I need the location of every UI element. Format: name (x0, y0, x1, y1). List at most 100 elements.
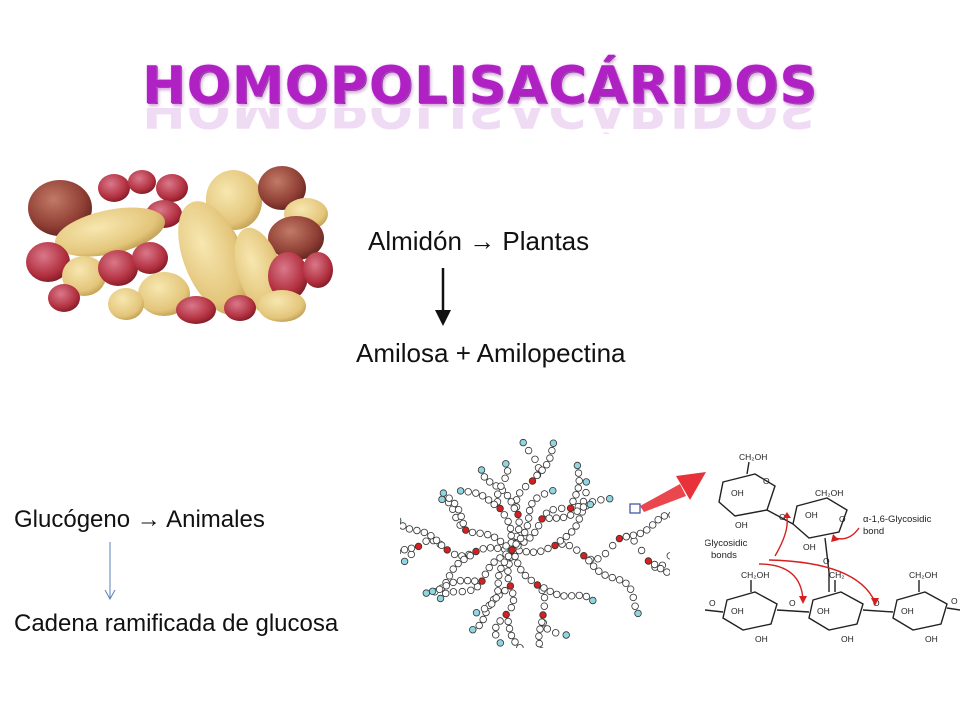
glucose-bead (668, 511, 670, 519)
glucose-bead (595, 567, 603, 575)
glucose-bead (562, 631, 570, 639)
glucose-bead (502, 460, 510, 468)
glucose-bead (502, 542, 510, 550)
glucose-bead (490, 558, 498, 566)
glucose-bead (496, 639, 504, 647)
glucose-bead (608, 541, 617, 550)
glucose-bead (536, 625, 544, 633)
glucose-bead (507, 631, 516, 640)
glucose-bead (521, 482, 530, 491)
glucose-bead (400, 548, 402, 555)
glucose-bead (535, 639, 543, 648)
glucose-bead (579, 503, 588, 511)
glucose-bead (496, 504, 504, 513)
glucose-bead (546, 587, 554, 596)
glucose-bead (531, 528, 539, 537)
glucose-bead (456, 576, 465, 585)
oh-label: OH (817, 606, 830, 616)
glucose-bead (494, 587, 502, 595)
oh-label: OH (803, 542, 816, 552)
plants-label: Plantas (502, 226, 590, 256)
glucose-bead (551, 629, 560, 637)
glucose-bead (450, 550, 459, 559)
glucose-bead (526, 534, 534, 542)
glucose-bead (477, 466, 486, 474)
glucose-bead (566, 511, 575, 519)
glucose-bead (506, 582, 515, 590)
glucose-bead (528, 499, 536, 508)
glucose-bead (533, 581, 542, 589)
glucose-bead (565, 541, 574, 550)
glucose-bead (466, 551, 474, 560)
oh-label: OH (805, 510, 818, 520)
glucose-bead (622, 579, 630, 587)
glucose-bead (514, 510, 522, 519)
glucose-bead (485, 563, 493, 572)
glucose-bead (546, 454, 554, 462)
glucose-bead (512, 540, 520, 548)
glucose-bead (516, 534, 525, 543)
glucose-bead (538, 466, 546, 474)
glucose-bead (542, 461, 551, 469)
o-label: O (789, 598, 796, 608)
glucose-bead (524, 514, 533, 522)
glucose-bead (585, 556, 593, 565)
glucose-bead (400, 557, 409, 566)
glucose-bead (490, 500, 498, 509)
slide-title: HOMOPOLISACÁRIDOS (142, 56, 818, 116)
arrow-down-icon (435, 268, 451, 326)
glucose-bead (496, 617, 504, 625)
oh-label: OH (841, 634, 854, 644)
glucose-bead (479, 545, 487, 553)
alpha16-label: α-1,6-Glycosidic (863, 514, 932, 525)
glucose-bead (572, 522, 580, 530)
glucose-bead (525, 506, 534, 515)
glucose-bead (572, 491, 580, 499)
glucose-bead (540, 490, 549, 498)
glucose-bead (504, 617, 512, 626)
glucose-bead (569, 497, 577, 506)
glucose-bead (534, 521, 543, 530)
glucose-bead (522, 547, 530, 556)
glucose-bead (464, 488, 472, 496)
glucose-bead (538, 515, 546, 523)
glucose-bead (501, 474, 509, 482)
glucose-bead (475, 621, 483, 630)
glucose-bead (479, 615, 487, 624)
glucose-bead (442, 589, 450, 598)
glucose-bead (516, 644, 524, 648)
glucose-bead (574, 469, 583, 477)
glucose-bead (648, 521, 657, 529)
glucose-bead (544, 544, 552, 553)
glucose-bead (582, 592, 591, 601)
glucose-bead (654, 515, 662, 524)
glucose-bead (548, 446, 556, 455)
glucose-bead (443, 546, 451, 554)
glucose-bead (528, 477, 537, 485)
glycogen-branch-diagram (400, 438, 670, 648)
glucose-bead (400, 545, 409, 554)
glucose-bead (514, 525, 523, 534)
glucose-bead (533, 494, 541, 502)
glucose-bead (511, 638, 519, 646)
oh-label: OH (755, 634, 768, 644)
oh-label: OH (901, 606, 914, 616)
title-reflection: HOMOPOLISACÁRIDOS (0, 108, 960, 134)
glucose-bead (575, 591, 583, 600)
glycogen-label: Glucógeno (14, 506, 131, 533)
glucose-bead (663, 568, 670, 576)
glucose-bead (503, 491, 512, 500)
glucose-bead (435, 585, 444, 593)
glucose-bead (521, 571, 530, 580)
glucose-bead (513, 559, 522, 567)
o-label: O (951, 596, 958, 606)
glucose-bead (437, 541, 446, 549)
glucose-bead (520, 528, 529, 537)
glucose-bead (400, 522, 407, 530)
glucose-bead (438, 495, 446, 504)
alpha14-label-2: bonds (711, 550, 737, 561)
glucose-bead (557, 504, 566, 513)
glucose-bead (400, 517, 402, 524)
glucose-bead (468, 528, 477, 537)
